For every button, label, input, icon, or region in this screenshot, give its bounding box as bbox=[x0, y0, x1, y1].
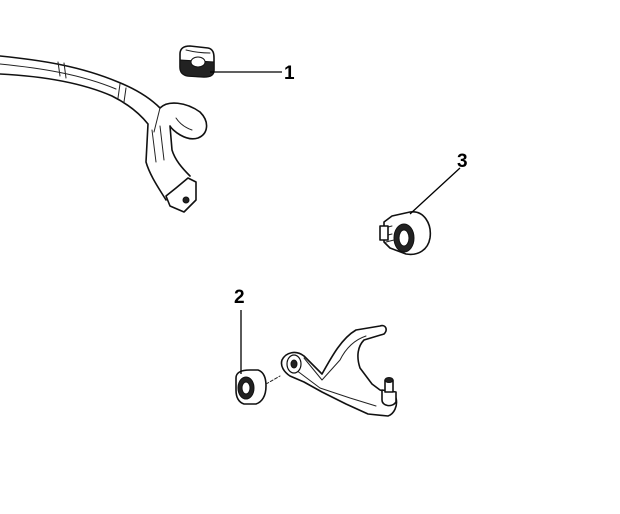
part-number-3: 3 bbox=[457, 151, 468, 172]
leader-line-3 bbox=[409, 167, 461, 215]
lower-control-arm bbox=[280, 324, 398, 417]
stabilizer-bar bbox=[0, 55, 208, 213]
assembly-guide-line bbox=[265, 375, 281, 385]
stabilizer-bushing bbox=[179, 45, 215, 78]
part-number-2: 2 bbox=[234, 287, 245, 308]
control-arm-bushing-front bbox=[235, 369, 267, 405]
part-number-1: 1 bbox=[284, 63, 295, 84]
control-arm-bushing-rear bbox=[379, 211, 432, 256]
